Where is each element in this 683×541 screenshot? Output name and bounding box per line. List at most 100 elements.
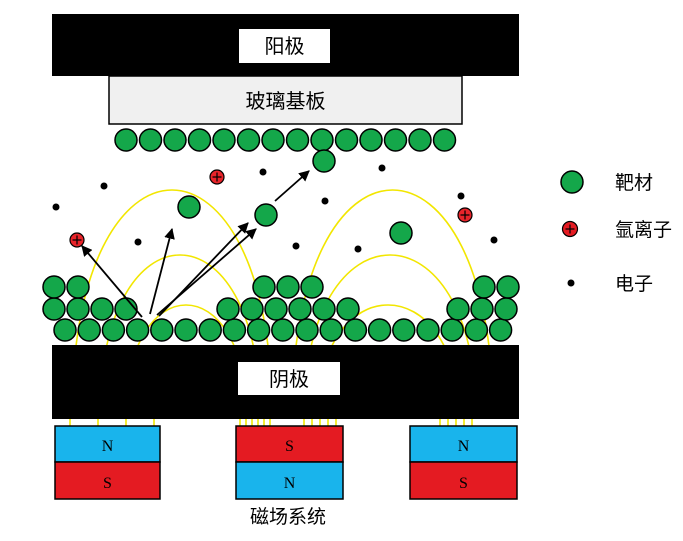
target-atom	[261, 128, 285, 152]
target-atom	[246, 318, 271, 342]
electron	[457, 192, 465, 200]
magnet-3: N S	[409, 425, 518, 500]
trajectory-arrows	[81, 170, 310, 318]
electron	[354, 245, 362, 253]
legend: 靶材 氩离子 电子	[560, 170, 672, 295]
target-atom	[222, 318, 247, 342]
electron	[259, 168, 267, 176]
target-atom	[470, 297, 494, 321]
electron	[52, 203, 60, 211]
target-atom	[432, 128, 457, 152]
target-atom	[496, 275, 520, 299]
argon-ion	[457, 207, 473, 223]
target-atom	[42, 275, 66, 299]
target-atom	[494, 297, 518, 321]
electron	[321, 197, 329, 205]
target-atom	[383, 128, 408, 152]
trajectory-arrow	[149, 227, 175, 315]
magnet-2: S N	[235, 425, 344, 500]
target-atom	[389, 221, 413, 245]
legend-target-label: 靶材	[615, 172, 653, 194]
target-atom	[125, 318, 150, 342]
target-atom	[163, 128, 187, 152]
trajectory-arrow	[81, 245, 143, 318]
target-atom	[240, 297, 264, 321]
glass-substrate-label: 玻璃基板	[246, 89, 326, 113]
target-atom	[464, 318, 489, 342]
black-dot-icon	[567, 279, 575, 287]
target-atom	[276, 275, 300, 299]
target-atom	[77, 318, 101, 342]
anode-label: 阳极	[265, 34, 305, 58]
target-atom	[343, 318, 368, 342]
target-atom	[334, 128, 359, 152]
target-atom	[271, 318, 295, 342]
target-atom	[440, 318, 464, 342]
target-atom	[66, 275, 90, 299]
target-atom	[472, 275, 496, 299]
trajectory-arrow	[158, 222, 249, 317]
free-particles	[52, 164, 498, 253]
electron	[292, 242, 300, 250]
target-atom	[66, 297, 90, 321]
target-atom	[312, 297, 336, 321]
target-atom	[254, 203, 278, 227]
electron	[100, 182, 108, 190]
target-atom	[174, 318, 198, 342]
electron	[134, 238, 142, 246]
argon-ion	[69, 232, 85, 248]
red-plus-circle-icon	[561, 220, 579, 238]
target-atom	[310, 128, 334, 152]
target-atom	[138, 128, 163, 152]
magnet-3-top-pole: N	[458, 438, 470, 455]
target-atom	[101, 318, 126, 342]
target-atom	[359, 128, 383, 152]
trajectory-arrow	[274, 170, 310, 202]
electron	[378, 164, 386, 172]
target-atom	[336, 297, 360, 321]
magnet-1-top	[54, 425, 161, 463]
target-atom	[319, 318, 343, 342]
legend-argon-ion-label: 氩离子	[615, 219, 672, 241]
glass-substrate	[108, 75, 463, 125]
target-atom	[285, 128, 310, 152]
anode-label-box	[239, 29, 330, 63]
target-atom	[150, 318, 174, 342]
magnet-2-bottom	[235, 461, 344, 500]
magnetic-system-label: 磁场系统	[250, 506, 326, 528]
target-atom	[392, 318, 416, 342]
cathode-label: 阴极	[269, 367, 309, 391]
target-atoms	[42, 128, 520, 342]
target-atom	[53, 318, 77, 342]
legend-electron-label: 电子	[615, 273, 653, 295]
target-atom	[446, 297, 470, 321]
magnet-1-bottom-pole: S	[103, 475, 112, 492]
target-atom	[488, 318, 513, 342]
target-atom	[300, 275, 324, 299]
target-atom	[252, 275, 276, 299]
magnet-1: N S	[54, 425, 161, 500]
target-atom	[408, 128, 432, 152]
target-atom	[367, 318, 392, 342]
green-circle-icon	[560, 170, 584, 194]
magnet-3-bottom	[409, 461, 518, 500]
target-atom	[114, 297, 138, 321]
magnet-2-top-pole: S	[285, 438, 294, 455]
electron	[490, 236, 498, 244]
cathode-label-box	[238, 362, 340, 395]
target-atom	[264, 297, 288, 321]
target-atom	[416, 318, 440, 342]
target-atom	[236, 128, 261, 152]
target-atom	[198, 318, 222, 342]
target-atom	[295, 318, 319, 342]
target-atom	[177, 195, 201, 219]
target-atom	[312, 149, 336, 173]
target-atom	[114, 128, 138, 152]
magnet-2-bottom-pole: N	[284, 475, 296, 492]
magnet-1-bottom	[54, 461, 161, 500]
magnet-3-bottom-pole: S	[459, 475, 468, 492]
target-atom	[212, 128, 236, 152]
target-atom	[42, 297, 66, 321]
target-atom	[187, 128, 212, 152]
